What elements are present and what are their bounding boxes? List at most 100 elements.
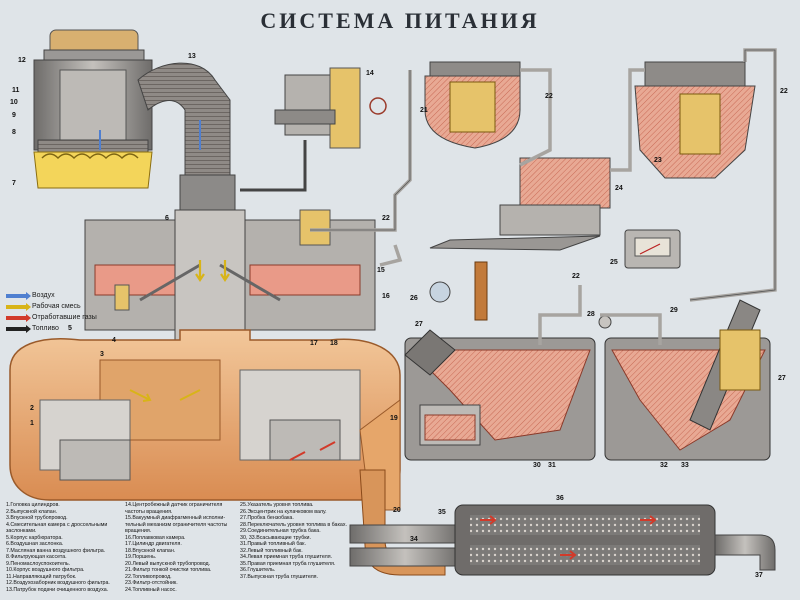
part-item: 6.Воздушная заслонка. xyxy=(6,541,64,547)
callout-20: 20 xyxy=(393,507,401,514)
callout-22: 22 xyxy=(545,93,553,100)
filter-cassette xyxy=(37,139,149,153)
tank-cap xyxy=(404,329,456,376)
callout-15: 15 xyxy=(377,267,385,274)
legend-item-mixture: Рабочая смесь xyxy=(6,301,97,312)
callout-18: 18 xyxy=(330,340,338,347)
part-item: 5.Корпус карбюратора. xyxy=(6,534,63,541)
callout-4: 4 xyxy=(112,337,116,344)
part-item: 31.Правый топливный бак. xyxy=(240,541,306,547)
part-item: 36.Глушитель. xyxy=(240,567,276,573)
callout-35: 35 xyxy=(438,509,446,516)
part-item: заслонками. xyxy=(6,528,37,534)
part-item: 8.Фильтрующая кассета. xyxy=(6,554,67,560)
flow-arrows xyxy=(99,120,657,560)
part-item: 28.Переключатель уровня топлива в баках. xyxy=(240,521,347,528)
callout-7: 7 xyxy=(12,180,16,187)
part-item: 15.Вакуумный диафрагменный исполни- xyxy=(125,515,226,521)
part-item: 32.Левый топливный бак. xyxy=(240,547,303,554)
callout-22d: 22 xyxy=(780,88,788,95)
part-item: 14.Центробежный датчик ограничителя xyxy=(125,502,223,508)
part-item: 17.Цилиндр двигателя. xyxy=(125,541,182,547)
callout-14: 14 xyxy=(366,70,374,77)
legend-item-exhaust: Отработавшие газы xyxy=(6,312,97,323)
legend-item-fuel: Топливо xyxy=(6,323,97,334)
air-swatch-icon xyxy=(6,291,31,300)
callout-1: 1 xyxy=(30,420,34,427)
callout-16: 16 xyxy=(382,293,390,300)
callout-13: 13 xyxy=(188,53,196,60)
callout-9: 9 xyxy=(12,112,16,119)
callout-22c: 22 xyxy=(572,273,580,280)
part-item: 13.Патрубок подачи очищенного воздуха. xyxy=(6,586,109,593)
legend-label: Воздух xyxy=(32,292,55,299)
legend-label: Отработавшие газы xyxy=(32,314,97,321)
air-duct xyxy=(137,62,236,216)
part-item: 22.Топливопровод. xyxy=(125,573,172,580)
engine-block xyxy=(9,329,401,511)
part-item: 2.Выпускной клапан. xyxy=(6,508,58,515)
callout-31: 31 xyxy=(548,462,556,469)
part-item: частоты вращения. xyxy=(125,508,173,515)
callout-10: 10 xyxy=(10,99,18,106)
part-item: 12.Воздухозаборник воздушного фильтра. xyxy=(6,580,110,586)
part-item: 27.Пробка бензобака. xyxy=(240,515,294,521)
fuel-pump xyxy=(429,157,611,251)
sediment-filter xyxy=(634,61,756,179)
callout-11: 11 xyxy=(12,87,20,94)
part-item: 11.Направляющий патрубок. xyxy=(6,573,77,580)
part-item: 26.Эксцентрик на кулачковом валу. xyxy=(240,508,327,515)
callout-23: 23 xyxy=(654,157,662,164)
callout-21: 21 xyxy=(420,107,428,114)
part-item: 25.Указатель уровня топлива. xyxy=(240,502,314,508)
part-item: 3.Впускной трубопровод. xyxy=(6,515,68,521)
callout-22b: 22 xyxy=(382,215,390,222)
part-item: 18.Впускной клапан. xyxy=(125,547,176,554)
callout-26: 26 xyxy=(410,295,418,302)
callout-27: 27 xyxy=(415,321,423,328)
parts-list-col1: 1.Головка цилиндров. 2.Выпускной клапан.… xyxy=(6,502,110,593)
legend-label: Топливо xyxy=(32,325,59,332)
legend-label: Рабочая смесь xyxy=(32,303,81,310)
part-item: 34.Левая приемная труба глушителя. xyxy=(240,554,333,560)
oil-bath xyxy=(33,151,153,189)
part-item: 1.Головка цилиндров. xyxy=(6,502,60,508)
part-item: 24.Топливный насос. xyxy=(125,586,177,593)
carburetor xyxy=(84,209,376,341)
part-item: 9.Пеномаслоуспокоитель. xyxy=(6,560,71,567)
part-item: 35.Правая приемная труба глушителя. xyxy=(240,560,336,567)
level-switch xyxy=(598,315,612,329)
fuel-swatch-icon xyxy=(6,324,31,333)
callout-3: 3 xyxy=(100,351,104,358)
part-item: 30, 33.Всасывающие трубки. xyxy=(240,534,311,541)
callout-19: 19 xyxy=(390,415,398,422)
fuel-gauge xyxy=(624,229,681,269)
callout-labels: 12 11 10 9 8 7 13 14 6 5 4 3 2 1 15 16 1… xyxy=(10,53,788,579)
callout-36: 36 xyxy=(556,495,564,502)
callout-12: 12 xyxy=(18,57,26,64)
callout-6: 6 xyxy=(165,215,169,222)
part-item: 21.Фильтр тонкой очистки топлива. xyxy=(125,567,212,573)
callout-33: 33 xyxy=(681,462,689,469)
callout-34: 34 xyxy=(410,536,418,543)
callout-24: 24 xyxy=(615,185,623,192)
legend: Воздух Рабочая смесь Отработавшие газы Т… xyxy=(6,290,97,334)
limiter-sensor xyxy=(240,67,387,192)
callout-2: 2 xyxy=(30,405,34,412)
mixture-swatch-icon xyxy=(6,302,31,311)
part-item: вращения. xyxy=(125,528,152,534)
fine-fuel-filter xyxy=(424,61,521,149)
fuel-tanks xyxy=(404,299,771,461)
callout-25: 25 xyxy=(610,259,618,266)
exhaust-swatch-icon xyxy=(6,313,31,322)
part-item: тельный механизм ограничителя частоты xyxy=(125,521,228,528)
part-item: 23.Фильтр-отстойник. xyxy=(125,580,178,586)
callout-27b: 27 xyxy=(778,375,786,382)
air-filter xyxy=(33,29,153,189)
part-item: 19.Поршень. xyxy=(125,554,157,560)
eccentric xyxy=(429,261,488,321)
callout-17: 17 xyxy=(310,340,318,347)
part-item: 4.Смесительная камера с дроссельными xyxy=(6,521,108,528)
